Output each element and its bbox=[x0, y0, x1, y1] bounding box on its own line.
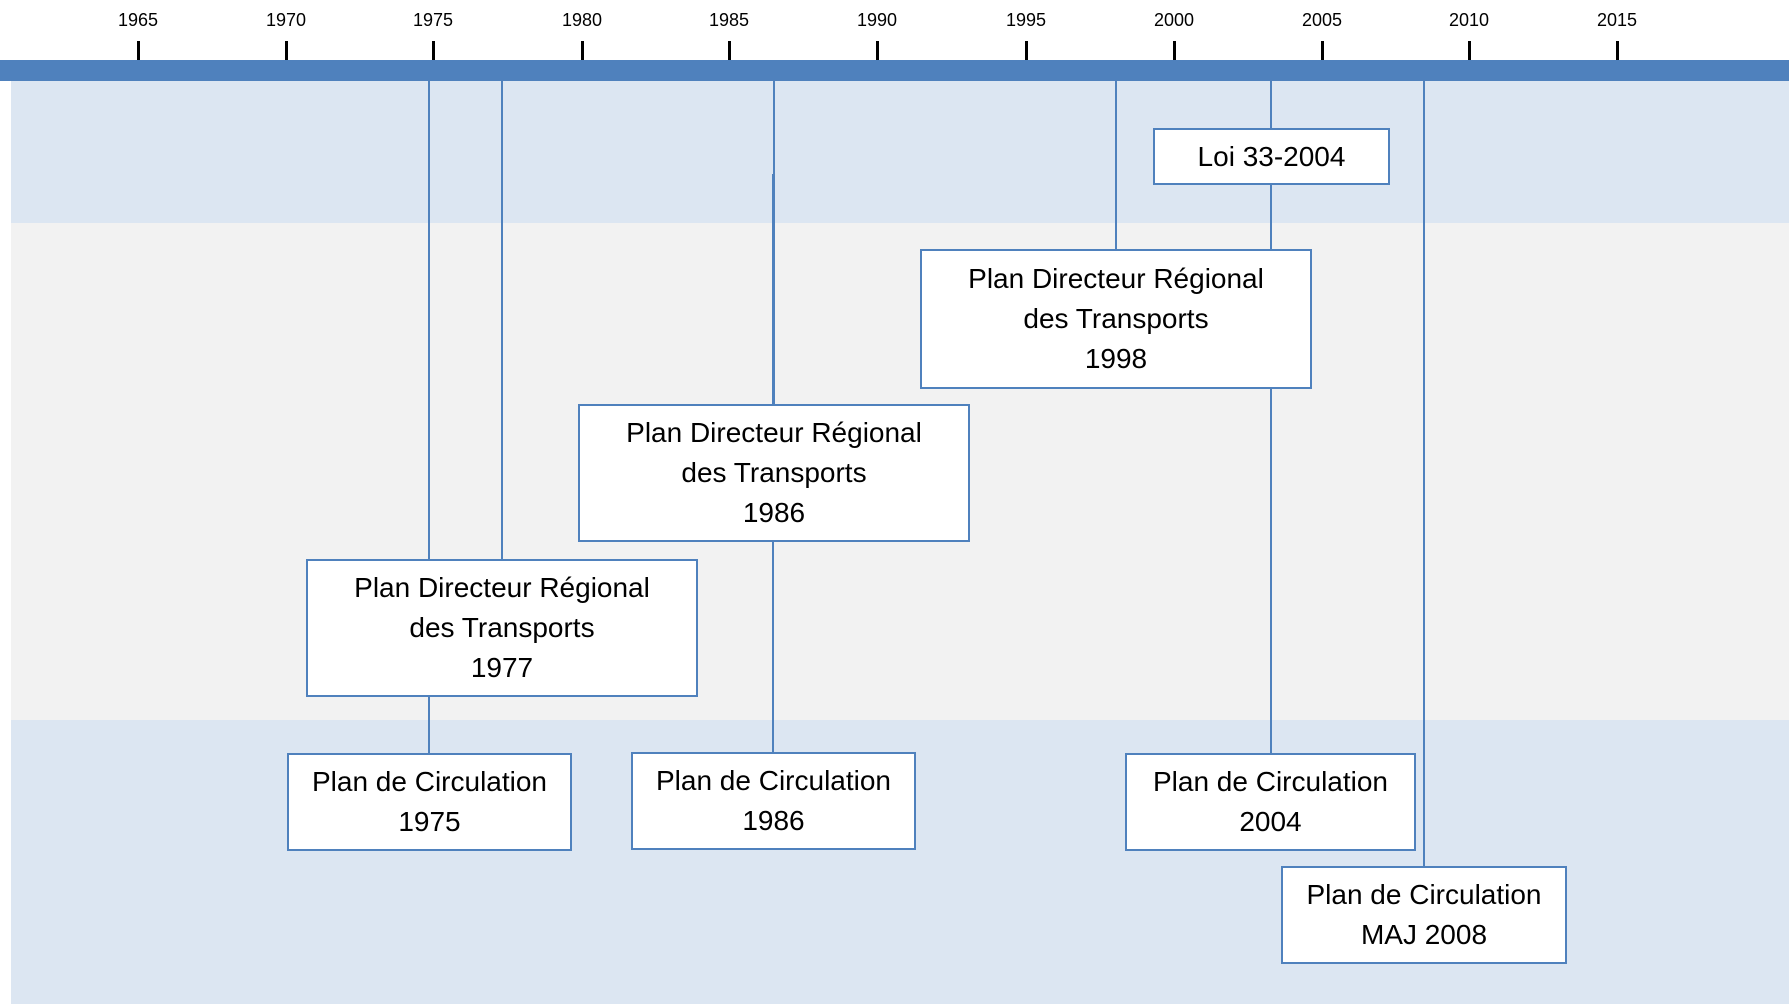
connector-line-pdrt-1986 bbox=[773, 80, 775, 406]
tick-label-1985: 1985 bbox=[708, 10, 750, 30]
event-line: Plan Directeur Régional bbox=[968, 263, 1264, 294]
axis-tick bbox=[1173, 41, 1176, 60]
event-line: Loi 33-2004 bbox=[1197, 140, 1346, 172]
axis-tick bbox=[285, 41, 288, 60]
event-pdrt-1977: Plan Directeur Régional des Transports 1… bbox=[306, 559, 698, 697]
axis-tick bbox=[1025, 41, 1028, 60]
tick-label-1970: 1970 bbox=[265, 10, 307, 30]
tick-label-1990: 1990 bbox=[856, 10, 898, 30]
event-line: Plan de Circulation bbox=[1152, 766, 1389, 797]
event-pc-2004: Plan de Circulation 2004 bbox=[1125, 753, 1416, 851]
axis-tick bbox=[728, 41, 731, 60]
connector-line-pc-1975 bbox=[428, 80, 430, 754]
event-pdrt-1998: Plan Directeur Régional des Transports 1… bbox=[920, 249, 1312, 389]
connector-line-pc-2008 bbox=[1423, 68, 1425, 868]
tick-label-2010: 2010 bbox=[1448, 10, 1490, 30]
event-line: 1986 bbox=[742, 497, 806, 528]
event-pdrt-1986: Plan Directeur Régional des Transports 1… bbox=[578, 404, 970, 542]
tick-label-2000: 2000 bbox=[1153, 10, 1195, 30]
axis-tick bbox=[876, 41, 879, 60]
event-line: 1975 bbox=[398, 806, 461, 837]
band-top bbox=[11, 80, 1789, 223]
event-line: 1986 bbox=[742, 805, 805, 836]
event-line: Plan de Circulation bbox=[1306, 879, 1542, 910]
event-loi-33-2004: Loi 33-2004 bbox=[1153, 128, 1390, 185]
event-line: des Transports bbox=[681, 457, 867, 488]
tick-label-2015: 2015 bbox=[1596, 10, 1638, 30]
event-line: 1998 bbox=[1084, 343, 1148, 374]
event-pc-maj-2008: Plan de Circulation MAJ 2008 bbox=[1281, 866, 1567, 964]
axis-tick bbox=[1616, 41, 1619, 60]
event-line: Plan de Circulation bbox=[655, 765, 892, 796]
tick-label-1965: 1965 bbox=[117, 10, 159, 30]
tick-label-1975: 1975 bbox=[412, 10, 454, 30]
event-line: Plan Directeur Régional bbox=[354, 572, 650, 603]
event-line: MAJ 2008 bbox=[1360, 919, 1488, 950]
event-line: des Transports bbox=[409, 612, 595, 643]
event-line: Plan Directeur Régional bbox=[626, 417, 922, 448]
tick-label-1995: 1995 bbox=[1005, 10, 1047, 30]
event-pc-1975: Plan de Circulation 1975 bbox=[287, 753, 572, 851]
connector-line-pdrt-1977 bbox=[501, 80, 503, 560]
event-line: des Transports bbox=[1023, 303, 1209, 334]
tick-label-2005: 2005 bbox=[1301, 10, 1343, 30]
axis-tick bbox=[581, 41, 584, 60]
connector-line-2004 bbox=[1270, 80, 1272, 754]
connector-line-pdrt-1998 bbox=[1115, 80, 1117, 252]
axis-tick bbox=[137, 41, 140, 60]
event-line: 1977 bbox=[470, 652, 534, 683]
timeline-axis bbox=[0, 60, 1789, 81]
axis-tick bbox=[432, 41, 435, 60]
tick-label-1980: 1980 bbox=[561, 10, 603, 30]
axis-tick bbox=[1321, 41, 1324, 60]
event-line: 2004 bbox=[1239, 806, 1302, 837]
event-pc-1986: Plan de Circulation 1986 bbox=[631, 752, 916, 850]
axis-tick bbox=[1468, 41, 1471, 60]
event-line: Plan de Circulation bbox=[311, 766, 548, 797]
